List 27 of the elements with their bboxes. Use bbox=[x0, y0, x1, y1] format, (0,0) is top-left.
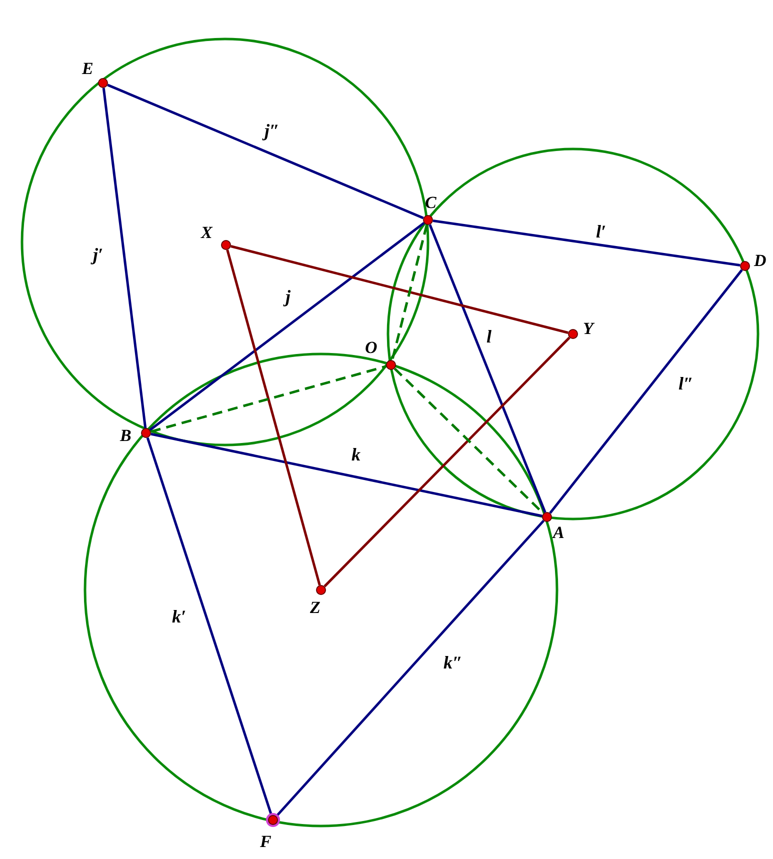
point-label: O bbox=[365, 339, 378, 357]
line-segment bbox=[150, 432, 542, 518]
line-segment bbox=[428, 224, 546, 513]
point-label: B bbox=[120, 427, 132, 445]
segment-label: j′ bbox=[92, 246, 104, 264]
dashed-line bbox=[150, 365, 387, 433]
point-label: A bbox=[553, 524, 564, 542]
segment-label: j bbox=[284, 288, 292, 306]
point-label: F bbox=[260, 833, 272, 851]
dashed-line bbox=[391, 224, 428, 360]
line-segment bbox=[226, 249, 321, 586]
point-label: Y bbox=[583, 320, 594, 338]
point-label: E bbox=[82, 60, 94, 78]
line-segment bbox=[230, 245, 568, 334]
line-segment bbox=[275, 520, 545, 818]
line-segment bbox=[149, 222, 425, 431]
line-segment bbox=[324, 336, 570, 588]
line-segment bbox=[107, 84, 424, 220]
point-label: X bbox=[201, 224, 212, 242]
line-segment bbox=[549, 269, 743, 514]
point-label: D bbox=[754, 252, 766, 270]
segment-label: j″ bbox=[264, 122, 280, 140]
point-label: Z bbox=[310, 599, 320, 617]
point-label: C bbox=[425, 194, 436, 212]
line-segment bbox=[432, 219, 740, 267]
line-segment bbox=[102, 88, 147, 428]
line-segment bbox=[146, 437, 273, 816]
